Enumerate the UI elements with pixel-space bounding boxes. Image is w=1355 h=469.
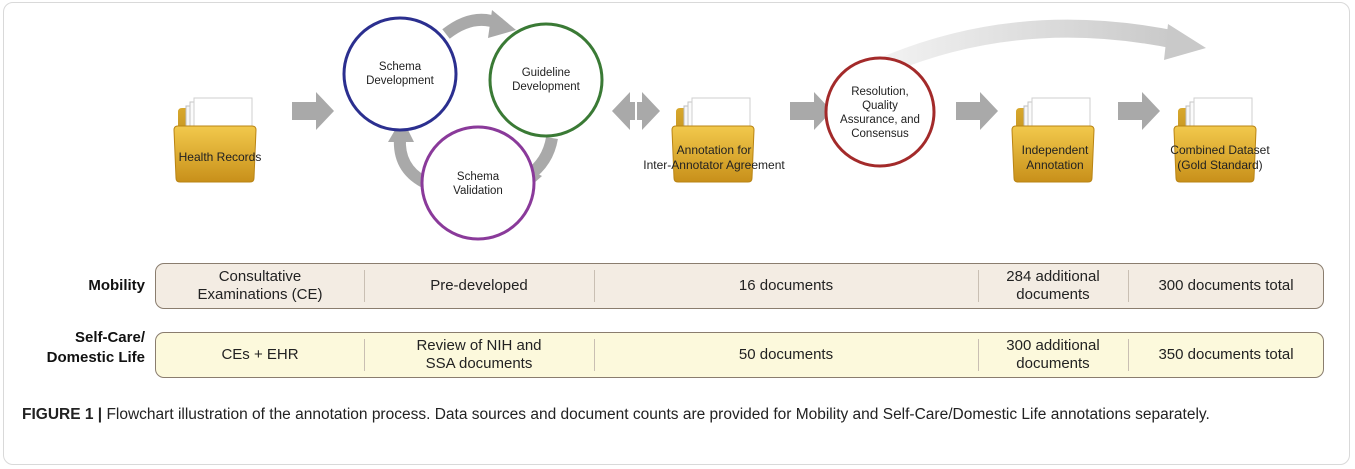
row-divider <box>978 270 979 302</box>
schema-validation-circle <box>420 125 536 241</box>
figure-caption: FIGURE 1 | Flowchart illustration of the… <box>22 403 1332 427</box>
cycle-arrow-top-icon <box>442 10 516 39</box>
self-care-data-source: CEs + EHR <box>221 346 299 363</box>
mobility-row: Consultative Examinations (CE) Pre-devel… <box>155 263 1324 309</box>
self-care-total: 350 documents total <box>1158 346 1294 363</box>
mobility-schema: Pre-developed <box>430 277 528 294</box>
double-arrow-icon <box>612 92 660 130</box>
guideline-development-circle <box>488 22 604 138</box>
mobility-total: 300 documents total <box>1158 277 1294 294</box>
row-divider <box>978 339 979 371</box>
row-divider <box>594 339 595 371</box>
combined-dataset-label: Combined Dataset (Gold Standard) <box>1170 143 1270 172</box>
row-divider <box>364 270 365 302</box>
curved-arrow-to-combined-icon <box>880 19 1206 75</box>
arrow-resolution-to-independent-icon <box>956 92 998 130</box>
arrow-records-to-schema-icon <box>292 92 334 130</box>
figure-label: FIGURE 1 | <box>22 406 103 423</box>
row-label-self-care: Self-Care/ Domestic Life <box>46 329 145 366</box>
schema-validation-label: Schema Validation <box>453 171 503 197</box>
self-care-row: CEs + EHR Review of NIH and SSA document… <box>155 332 1324 378</box>
schema-development-circle <box>342 16 458 132</box>
flowchart <box>173 10 1257 241</box>
health-records-folder-icon <box>173 97 257 183</box>
mobility-iaa-count: 16 documents <box>738 277 834 294</box>
arrow-independent-to-combined-icon <box>1118 92 1160 130</box>
row-divider <box>1128 339 1129 371</box>
mobility-independent-count: 284 additional documents <box>1006 268 1100 303</box>
resolution-circle <box>824 56 936 168</box>
independent-annotation-label: Independent Annotation <box>1021 143 1089 172</box>
self-care-iaa-count: 50 documents <box>738 346 834 363</box>
schema-development-label: Schema Development <box>366 61 434 87</box>
row-divider <box>594 270 595 302</box>
guideline-development-label: Guideline Development <box>512 67 580 93</box>
health-records-label: Health Records <box>178 150 262 164</box>
self-care-independent-count: 300 additional documents <box>1006 337 1100 372</box>
row-label-mobility: Mobility <box>88 277 145 294</box>
row-divider <box>1128 270 1129 302</box>
mobility-data-source: Consultative Examinations (CE) <box>197 268 323 303</box>
self-care-schema: Review of NIH and SSA documents <box>416 337 542 372</box>
caption-text: Flowchart illustration of the annotation… <box>102 406 1210 423</box>
figure-frame <box>3 2 1350 465</box>
resolution-label: Resolution, Quality Assurance, and Conse… <box>840 86 920 140</box>
row-divider <box>364 339 365 371</box>
annotation-iaa-label: Annotation for Inter-Annotator Agreement <box>643 143 785 172</box>
